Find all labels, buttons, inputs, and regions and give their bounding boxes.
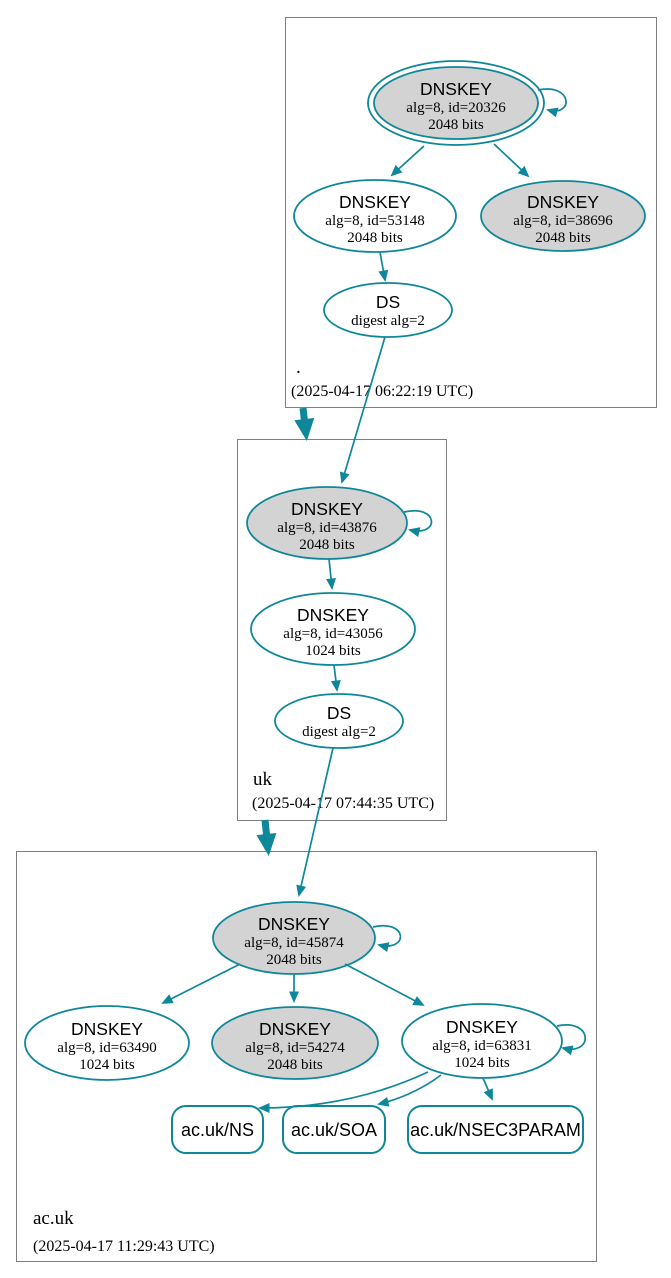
edge-dnskey-63831-to-rrset-ns xyxy=(258,1071,429,1113)
edge-dnskey-63831-to-rrset-nsec3param xyxy=(482,1077,493,1101)
edge-dnskey-53148-to-ds-root xyxy=(378,251,389,282)
dnskey-54274-title: DNSKEY xyxy=(259,1019,331,1039)
dnskey-63831-title: DNSKEY xyxy=(446,1017,518,1037)
node-ds-uk[interactable]: DS digest alg=2 xyxy=(274,693,404,749)
zone-box-acuk: ac.uk (2025-04-17 11:29:43 UTC) xyxy=(16,851,597,1262)
rrset-nsec3param-rect xyxy=(407,1105,584,1154)
node-dnskey-53148[interactable]: DNSKEY alg=8, id=53148 2048 bits xyxy=(293,179,457,253)
dnskey-63490-detail: alg=8, id=63490 xyxy=(57,1040,156,1056)
dnskey-63831-detail: alg=8, id=63831 xyxy=(432,1038,531,1054)
dnskey-43876-ellipse xyxy=(246,486,408,560)
dnskey-54274-detail: alg=8, id=54274 xyxy=(245,1040,345,1056)
ds-root-ellipse xyxy=(323,282,453,338)
dnskey-54274-bits: 2048 bits xyxy=(267,1057,323,1073)
zone-acuk-border xyxy=(16,851,597,1262)
node-dnskey-43056[interactable]: DNSKEY alg=8, id=43056 1024 bits xyxy=(250,592,416,666)
dnskey-43876-title: DNSKEY xyxy=(291,499,363,519)
dnskey-63490-ellipse xyxy=(24,1005,190,1081)
dnskey-20326-detail: alg=8, id=20326 xyxy=(406,100,506,116)
node-dnskey-20326[interactable]: DNSKEY alg=8, id=20326 2048 bits xyxy=(367,60,545,146)
dnskey-38696-title: DNSKEY xyxy=(527,192,599,212)
dnskey-63490-bits: 1024 bits xyxy=(79,1057,135,1073)
dnskey-45874-detail: alg=8, id=45874 xyxy=(244,935,344,951)
zone-box-uk: uk (2025-04-17 07:44:35 UTC) xyxy=(237,439,447,821)
zone-uk-timestamp: (2025-04-17 07:44:35 UTC) xyxy=(252,795,434,812)
dnskey-53148-ellipse xyxy=(293,179,457,253)
dnskey-20326-bits: 2048 bits xyxy=(428,117,484,133)
node-dnskey-38696[interactable]: DNSKEY alg=8, id=38696 2048 bits xyxy=(480,180,646,252)
edge-dnskey-45874-to-dnskey-63831 xyxy=(344,963,425,1006)
zone-uk-border xyxy=(237,439,447,821)
ds-uk-ellipse xyxy=(274,693,404,749)
node-dnskey-43876[interactable]: DNSKEY alg=8, id=43876 2048 bits xyxy=(246,486,408,560)
node-rrset-nsec3param[interactable]: ac.uk/NSEC3PARAM xyxy=(407,1105,584,1154)
ds-root-detail: digest alg=2 xyxy=(351,313,425,329)
dnskey-38696-detail: alg=8, id=38696 xyxy=(513,213,613,229)
node-dnskey-63490[interactable]: DNSKEY alg=8, id=63490 1024 bits xyxy=(24,1005,190,1081)
edge-ds-root-to-dnskey-43876 xyxy=(339,336,386,484)
node-ds-root[interactable]: DS digest alg=2 xyxy=(323,282,453,338)
node-dnskey-45874[interactable]: DNSKEY alg=8, id=45874 2048 bits xyxy=(212,901,376,975)
dnskey-20326-title: DNSKEY xyxy=(420,79,492,99)
zone-root-name: . xyxy=(296,357,301,378)
dnskey-53148-detail: alg=8, id=53148 xyxy=(325,213,424,229)
rrset-ns-label: ac.uk/NS xyxy=(181,1120,254,1140)
dnskey-63490-title: DNSKEY xyxy=(71,1019,143,1039)
edge-dnskey-43876-to-dnskey-43056 xyxy=(326,558,336,590)
dnskey-43876-detail: alg=8, id=43876 xyxy=(277,520,377,536)
zone-root-border xyxy=(285,17,657,408)
node-dnskey-63831[interactable]: DNSKEY alg=8, id=63831 1024 bits xyxy=(401,1003,563,1079)
edge-dnskey-43056-to-ds-uk xyxy=(330,664,341,692)
ds-root-title: DS xyxy=(376,292,400,312)
ds-uk-detail: digest alg=2 xyxy=(302,724,376,740)
node-rrset-ns[interactable]: ac.uk/NS xyxy=(171,1105,264,1154)
dnskey-43056-ellipse xyxy=(250,592,416,666)
rrset-ns-rect xyxy=(171,1105,264,1154)
edge-dnskey-63831-self-loop xyxy=(556,1024,587,1056)
edge-dnskey-45874-to-dnskey-63490 xyxy=(161,963,241,1004)
node-rrset-soa[interactable]: ac.uk/SOA xyxy=(282,1105,386,1154)
dnskey-53148-bits: 2048 bits xyxy=(347,230,403,246)
zone-acuk-name: ac.uk xyxy=(33,1208,74,1229)
node-dnskey-54274[interactable]: DNSKEY alg=8, id=54274 2048 bits xyxy=(211,1006,379,1080)
dnskey-63831-ellipse xyxy=(401,1003,563,1079)
dnskey-53148-title: DNSKEY xyxy=(339,192,411,212)
dnskey-43056-bits: 1024 bits xyxy=(305,643,361,659)
dnskey-43876-bits: 2048 bits xyxy=(299,537,355,553)
rrset-soa-rect xyxy=(282,1105,386,1154)
dnskey-54274-ellipse xyxy=(211,1006,379,1080)
ds-uk-title: DS xyxy=(327,703,351,723)
zone-acuk-timestamp: (2025-04-17 11:29:43 UTC) xyxy=(33,1238,215,1255)
dnskey-38696-ellipse xyxy=(480,180,646,252)
edge-delegation-uk-to-acuk xyxy=(256,819,277,856)
zone-root-timestamp: (2025-04-17 06:22:19 UTC) xyxy=(291,383,473,400)
edge-dnskey-20326-to-dnskey-38696 xyxy=(493,143,530,178)
edge-dnskey-20326-to-dnskey-53148 xyxy=(390,145,425,177)
dnskey-63831-bits: 1024 bits xyxy=(454,1055,510,1071)
dnskey-20326-inner-ring xyxy=(373,66,539,140)
edge-ds-uk-to-dnskey-45874 xyxy=(296,747,334,897)
dnskey-38696-bits: 2048 bits xyxy=(535,230,591,246)
dnskey-45874-title: DNSKEY xyxy=(258,914,330,934)
dnskey-43056-detail: alg=8, id=43056 xyxy=(283,626,383,642)
edge-delegation-root-to-uk xyxy=(294,407,315,441)
zone-box-root: . (2025-04-17 06:22:19 UTC) xyxy=(285,17,657,408)
edge-dnskey-63831-to-rrset-soa xyxy=(377,1074,442,1107)
edge-dnskey-43876-self-loop xyxy=(403,509,433,538)
dnskey-45874-bits: 2048 bits xyxy=(266,952,322,968)
zone-uk-name: uk xyxy=(253,769,273,790)
rrset-soa-label: ac.uk/SOA xyxy=(291,1120,377,1140)
rrset-nsec3param-label: ac.uk/NSEC3PARAM xyxy=(410,1120,581,1140)
edge-dnskey-45874-self-loop xyxy=(372,924,402,953)
dnskey-43056-title: DNSKEY xyxy=(297,605,369,625)
edge-dnskey-20326-self-loop xyxy=(537,88,567,118)
